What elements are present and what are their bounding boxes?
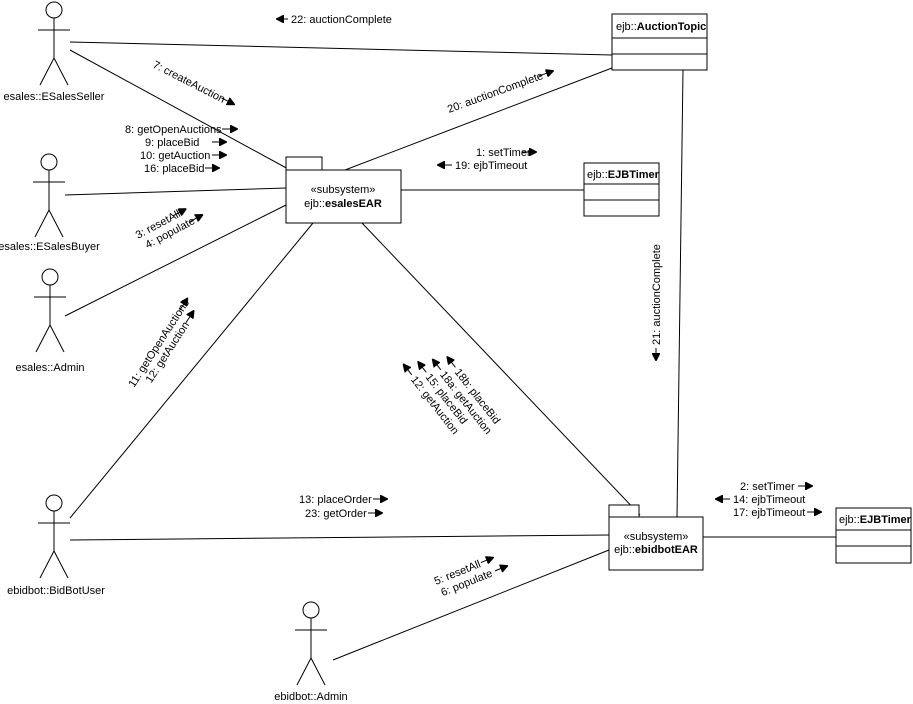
- link-buyer-esalesear: [64, 187, 287, 196]
- subsystem-stereotype: «subsystem»: [311, 184, 376, 196]
- message-arrow: [221, 97, 234, 104]
- message-label: 13: placeOrder: [299, 494, 372, 506]
- message-label: 20: auctionComplete: [446, 70, 545, 116]
- package-tab: [608, 504, 640, 518]
- link-bidbotuser-ebidbotear: [69, 534, 610, 541]
- message-label: 22: auctionComplete: [291, 14, 392, 26]
- message-group-7: 7: createAuction: [151, 59, 237, 106]
- message-label: 1: setTimer: [476, 147, 531, 159]
- message-arrow: [494, 566, 507, 571]
- message-arrow: [189, 215, 202, 223]
- message-arrow: [179, 299, 188, 311]
- message-arrow: [418, 362, 427, 373]
- actor-head: [45, 494, 63, 512]
- actor-head: [41, 268, 59, 286]
- link-auctiontopic-ebidbotear: [676, 69, 684, 519]
- message-arrow: [447, 357, 456, 368]
- actor-leg-right: [53, 57, 69, 86]
- actor-ebidbot-bidbotuser[interactable]: ebidbot::BidBotUser: [7, 494, 105, 597]
- class-name: ejb::EJBTimer: [839, 514, 912, 526]
- message-label: 19: ejbTimeout: [455, 160, 527, 172]
- class-box: [611, 13, 708, 71]
- message-label: 17: ejbTimeout: [733, 507, 805, 519]
- actor-leg-right: [48, 209, 64, 238]
- package-body: [608, 516, 704, 571]
- message-arrow: [538, 71, 553, 76]
- actor-esales-seller[interactable]: esales::ESalesSeller: [4, 1, 105, 103]
- actor-label: ebidbot::BidBotUser: [7, 585, 105, 597]
- message-label: 7: createAuction: [151, 59, 227, 106]
- message-group-20: 20: auctionComplete: [446, 66, 555, 116]
- actor-ebidbot-admin[interactable]: ebidbot::Admin: [274, 601, 348, 703]
- actor-leg-left: [39, 550, 55, 579]
- class-name: ejb::EJBTimer: [587, 169, 660, 181]
- actor-label: esales::ESalesBuyer: [0, 241, 100, 253]
- message-label: 21: auctionComplete: [651, 244, 663, 345]
- message-group-5-6: 5: resetAll 6: populate: [433, 549, 510, 599]
- message-label: 16: placeBid: [144, 163, 205, 175]
- package-tab: [285, 156, 323, 171]
- actor-head: [40, 153, 58, 171]
- subsystem-stereotype: «subsystem»: [624, 531, 689, 543]
- subsystem-name: ejb::ebidbotEAR: [614, 544, 698, 556]
- message-group-21: 21: auctionComplete: [651, 244, 663, 360]
- actor-leg-right: [49, 324, 65, 353]
- link-ebidbotadmin-ebidbotear: [332, 549, 610, 661]
- message-label: 9: placeBid: [145, 137, 199, 149]
- message-label: 8: getOpenAuctions: [125, 124, 222, 136]
- class-name: ejb::AuctionTopic: [616, 21, 706, 33]
- message-group-3-4: 3: resetAll 4: populate: [134, 208, 206, 251]
- actor-leg-left: [296, 657, 312, 686]
- class-auctiontopic[interactable]: ejb::AuctionTopic: [611, 13, 708, 71]
- link-esalesear-ebidbotear: [361, 222, 641, 516]
- link-seller-esalesear: [69, 49, 291, 171]
- subsystem-name: ejb::esalesEAR: [304, 198, 382, 210]
- class-ejbtimer-1[interactable]: ejb::EJBTimer: [583, 162, 660, 217]
- actor-label: ebidbot::Admin: [274, 691, 347, 703]
- class-ejbtimer-2[interactable]: ejb::EJBTimer: [835, 507, 912, 564]
- actor-head: [45, 1, 63, 19]
- message-label: 23: getOrder: [305, 508, 367, 520]
- message-arrow: [433, 360, 442, 371]
- message-arrow: [185, 311, 194, 324]
- actor-leg-left: [39, 57, 55, 86]
- subsystem-esalesear[interactable]: «subsystem» ejb::esalesEAR: [285, 156, 402, 224]
- message-arrow: [404, 365, 413, 376]
- link-bidbotuser-esalesear: [69, 222, 314, 519]
- message-label: 14: ejbTimeout: [733, 494, 805, 506]
- message-group-11-12: 11: getOpenAuctions 12: getAuction: [126, 296, 203, 390]
- actor-leg-right: [310, 657, 326, 686]
- package-body: [285, 169, 402, 224]
- messages: 22: auctionComplete 7: createAuction 20:…: [125, 14, 821, 599]
- actor-label: esales::Admin: [15, 362, 84, 374]
- subsystem-ebidbotear[interactable]: «subsystem» ejb::ebidbotEAR: [608, 504, 704, 571]
- message-arrow: [172, 209, 185, 217]
- association-links: [64, 41, 836, 661]
- actor-leg-left: [35, 324, 51, 353]
- actor-esales-admin[interactable]: esales::Admin: [15, 268, 85, 374]
- actor-leg-left: [34, 209, 50, 238]
- actor-leg-right: [53, 550, 69, 579]
- link-esalesear-auctiontopic: [344, 67, 613, 171]
- actor-head: [302, 601, 320, 619]
- message-label: 10: getAuction: [140, 150, 210, 162]
- class-box: [835, 507, 912, 564]
- link-seller-auctiontopic: [69, 41, 613, 56]
- message-arrow: [480, 558, 493, 563]
- class-box: [583, 162, 660, 217]
- actor-esales-buyer[interactable]: esales::ESalesBuyer: [0, 153, 100, 253]
- message-label: 2: setTimer: [740, 481, 795, 493]
- actor-label: esales::ESalesSeller: [4, 91, 105, 103]
- link-admin-esalesear: [64, 204, 287, 317]
